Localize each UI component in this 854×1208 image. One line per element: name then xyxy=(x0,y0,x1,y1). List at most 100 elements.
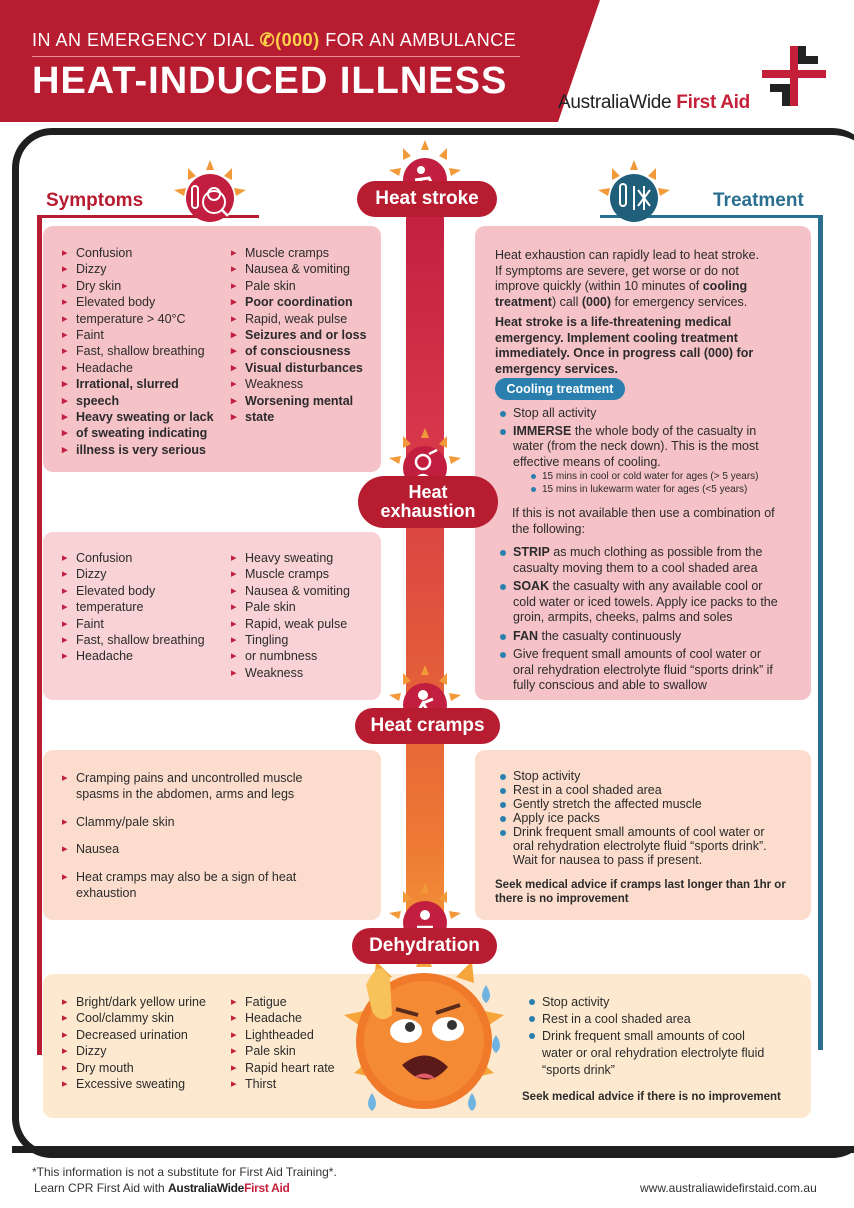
list-item: Rapid, weak pulse xyxy=(231,311,367,328)
list-item: Headache xyxy=(62,648,205,665)
text-line: Heat exhaustion can rapidly lead to heat… xyxy=(495,248,760,262)
text-span: Heat cramps may also be a sign of heat xyxy=(76,869,297,884)
text-span: Give frequent small amounts of cool wate… xyxy=(513,647,762,661)
text-span: Wait for nausea to pass if present. xyxy=(513,853,703,867)
emergency-subtitle: IN AN EMERGENCY DIAL ✆(000) FOR AN AMBUL… xyxy=(32,30,516,51)
text-span: oral rehydration electrolyte fluid “spor… xyxy=(513,662,773,677)
text-line: the following: xyxy=(512,521,585,536)
list-item: Worsening mental xyxy=(231,393,367,410)
text-span: “sports drink” xyxy=(542,1063,615,1077)
text-span: IMMERSE xyxy=(513,423,572,438)
text-span: casualty moving them to a cool shaded ar… xyxy=(513,560,758,575)
list-item: SOAK the casualty with any available coo… xyxy=(499,579,799,626)
list-item: temperature xyxy=(62,599,205,616)
phone-icon: ✆ xyxy=(259,30,276,50)
list-item: Stop activity xyxy=(528,994,798,1011)
sweating-sun-face-icon xyxy=(344,947,504,1111)
text-span: spasms in the abdomen, arms and legs xyxy=(76,787,295,802)
list-item: Pale skin xyxy=(231,1043,335,1060)
text-span: for emergency services. xyxy=(611,294,748,309)
text-span: the casualty continuously xyxy=(538,628,682,643)
logo-part1: AustraliaWide xyxy=(558,92,677,113)
heat-cramps-label: Heat cramps xyxy=(355,708,500,744)
heat-exhaustion-symptoms-col2: Heavy sweating Muscle cramps Nausea & vo… xyxy=(231,550,350,682)
text-span: FAN xyxy=(513,628,538,643)
list-item: Weakness xyxy=(231,376,367,393)
list-item: Rest in a cool shaded area xyxy=(528,1011,798,1028)
cooling-treatment-label: Cooling treatment xyxy=(495,378,625,400)
text-span: SOAK xyxy=(513,579,550,593)
text-span: groin, armpits, cheeks, palms and soles xyxy=(513,610,733,624)
list-item: Decreased urination xyxy=(62,1027,206,1044)
label-line: Heat xyxy=(408,482,448,502)
dehydration-note: Seek medical advice if there is no impro… xyxy=(522,1091,781,1103)
list-item: Seizures and or loss xyxy=(231,327,367,344)
footer-url: www.australiawidefirstaid.com.au xyxy=(640,1181,817,1195)
list-item: Give frequent small amounts of cool wate… xyxy=(499,647,799,694)
treatment-rule xyxy=(600,215,822,218)
list-item: Dry mouth xyxy=(62,1060,206,1077)
list-item: Weakness xyxy=(231,665,350,682)
footer-brand-part1: AustraliaWide xyxy=(168,1181,245,1195)
brand-logo-text: AustraliaWide First Aid xyxy=(558,92,750,114)
text-line: If symptoms are severe, get worse or do … xyxy=(495,263,739,278)
thermometer-bar xyxy=(406,200,444,960)
list-item: Elevated body xyxy=(62,583,205,600)
text-span: the whole body of the casualty in xyxy=(571,423,757,438)
list-item: speech xyxy=(62,393,214,410)
emergency-number: (000) xyxy=(275,30,320,50)
list-item: Rapid, weak pulse xyxy=(231,616,350,633)
text-span: cooling xyxy=(702,279,748,293)
text-line: emergency. Implement cooling treatment xyxy=(495,330,738,345)
list-item: Heat cramps may also be a sign of heatex… xyxy=(62,869,362,902)
text-span: treatment xyxy=(495,294,552,309)
page-title: HEAT-INDUCED ILLNESS xyxy=(32,60,508,102)
text-span: water or oral rehydration electrolyte fl… xyxy=(542,1046,765,1060)
list-item: STRIP as much clothing as possible from … xyxy=(499,545,799,576)
list-item: Nausea xyxy=(62,841,362,858)
list-item: 15 mins in cool or cold water for ages (… xyxy=(530,471,800,484)
list-item: temperature > 40°C xyxy=(62,311,214,328)
text-line: Heat stroke is a life-threatening medica… xyxy=(495,315,732,329)
list-item: Pale skin xyxy=(231,278,367,295)
list-item: state xyxy=(231,409,367,426)
list-item: Poor coordination xyxy=(231,294,367,311)
treatment-sun-icon xyxy=(598,160,670,222)
list-item: Headache xyxy=(62,360,214,377)
text-span: Cramping pains and uncontrolled muscle xyxy=(76,771,303,785)
treatment-heading: Treatment xyxy=(713,190,804,211)
list-item: Fast, shallow breathing xyxy=(62,343,214,360)
symptoms-heading: Symptoms xyxy=(46,190,144,211)
list-item: illness is very serious xyxy=(62,442,214,459)
cooling-sublist: 15 mins in cool or cold water for ages (… xyxy=(530,471,800,496)
heat-stroke-warning: Heat stroke is a life-threatening medica… xyxy=(495,315,795,377)
list-item: Tingling xyxy=(231,632,350,649)
list-item: Heavy sweating or lack xyxy=(62,409,214,426)
text-span: water (from the neck down). This is the … xyxy=(513,439,759,453)
logo-part2: First Aid xyxy=(676,92,750,113)
heat-cramps-symptoms-list: Cramping pains and uncontrolled muscle sp… xyxy=(62,770,362,901)
heat-cramps-note: Seek medical advice if cramps last longe… xyxy=(495,878,800,906)
list-item: Dizzy xyxy=(62,261,214,278)
footer-brand-part2: First Aid xyxy=(244,1181,290,1195)
label-line: exhaustion xyxy=(380,501,476,521)
heat-exhaustion-symptoms-col1: Confusion Dizzy Elevated body temperatur… xyxy=(62,550,205,665)
text-line: Seek medical advice if cramps last longe… xyxy=(495,879,786,891)
list-item: Clammy/pale skin xyxy=(62,814,362,831)
text-span: cold water or iced towels. Apply ice pac… xyxy=(513,594,778,609)
list-item: Dizzy xyxy=(62,566,205,583)
list-item: Elevated body xyxy=(62,294,214,311)
list-item: Confusion xyxy=(62,550,205,567)
text-span: the casualty with any available cool or xyxy=(549,579,763,593)
list-item: Excessive sweating xyxy=(62,1076,206,1093)
list-item: Dizzy xyxy=(62,1043,206,1060)
list-item: Headache xyxy=(231,1010,335,1027)
list-item: Nausea & vomiting xyxy=(231,261,367,278)
list-item: Dry skin xyxy=(62,278,214,295)
symptoms-side-line xyxy=(37,215,42,1055)
dehydration-symptoms-col1: Bright/dark yellow urine Cool/clammy ski… xyxy=(62,994,206,1093)
list-item: Muscle cramps xyxy=(231,566,350,583)
footer-learn-text: Learn CPR First Aid with xyxy=(34,1181,169,1195)
symptoms-sun-icon xyxy=(174,160,246,222)
